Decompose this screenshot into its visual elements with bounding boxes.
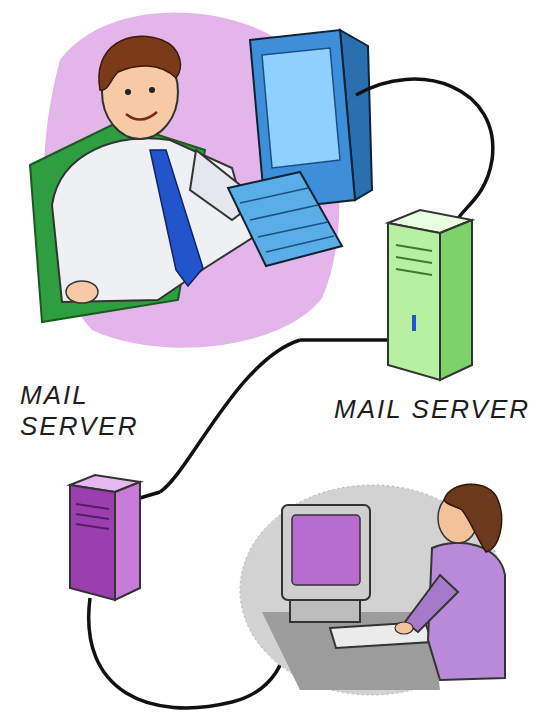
server-slots bbox=[396, 245, 432, 275]
monitor bbox=[282, 505, 370, 600]
cable bbox=[356, 79, 493, 222]
keyboard bbox=[228, 172, 342, 266]
server-front bbox=[388, 223, 440, 380]
mail-server-node: MAIL SERVER bbox=[300, 205, 530, 425]
server-front bbox=[70, 485, 115, 600]
cable bbox=[140, 492, 160, 498]
monitor-screen bbox=[262, 48, 340, 168]
eye bbox=[149, 87, 155, 93]
shirt bbox=[52, 138, 252, 302]
resting-hand bbox=[66, 281, 98, 303]
network-cable bbox=[160, 340, 300, 492]
server-icon bbox=[300, 205, 530, 425]
tie bbox=[150, 150, 203, 286]
hair bbox=[444, 484, 502, 552]
grey-backdrop bbox=[240, 485, 504, 695]
server-label: MAIL SERVER bbox=[20, 380, 150, 442]
man-at-computer bbox=[30, 12, 372, 347]
server-label: MAIL SERVER bbox=[334, 394, 530, 425]
server-light bbox=[412, 315, 416, 331]
server-slots bbox=[76, 504, 109, 529]
hair bbox=[99, 36, 180, 90]
monitor-screen bbox=[292, 515, 360, 585]
server-side bbox=[440, 220, 472, 380]
woman-at-computer bbox=[240, 484, 505, 695]
hand bbox=[395, 622, 413, 634]
server-side bbox=[115, 482, 140, 600]
mail-server-node: MAIL SERVER bbox=[10, 380, 160, 610]
smile bbox=[126, 112, 157, 120]
cable bbox=[300, 338, 388, 342]
arm bbox=[405, 575, 458, 632]
monitor-base bbox=[290, 600, 360, 622]
eye bbox=[125, 89, 131, 95]
keys bbox=[240, 188, 334, 252]
